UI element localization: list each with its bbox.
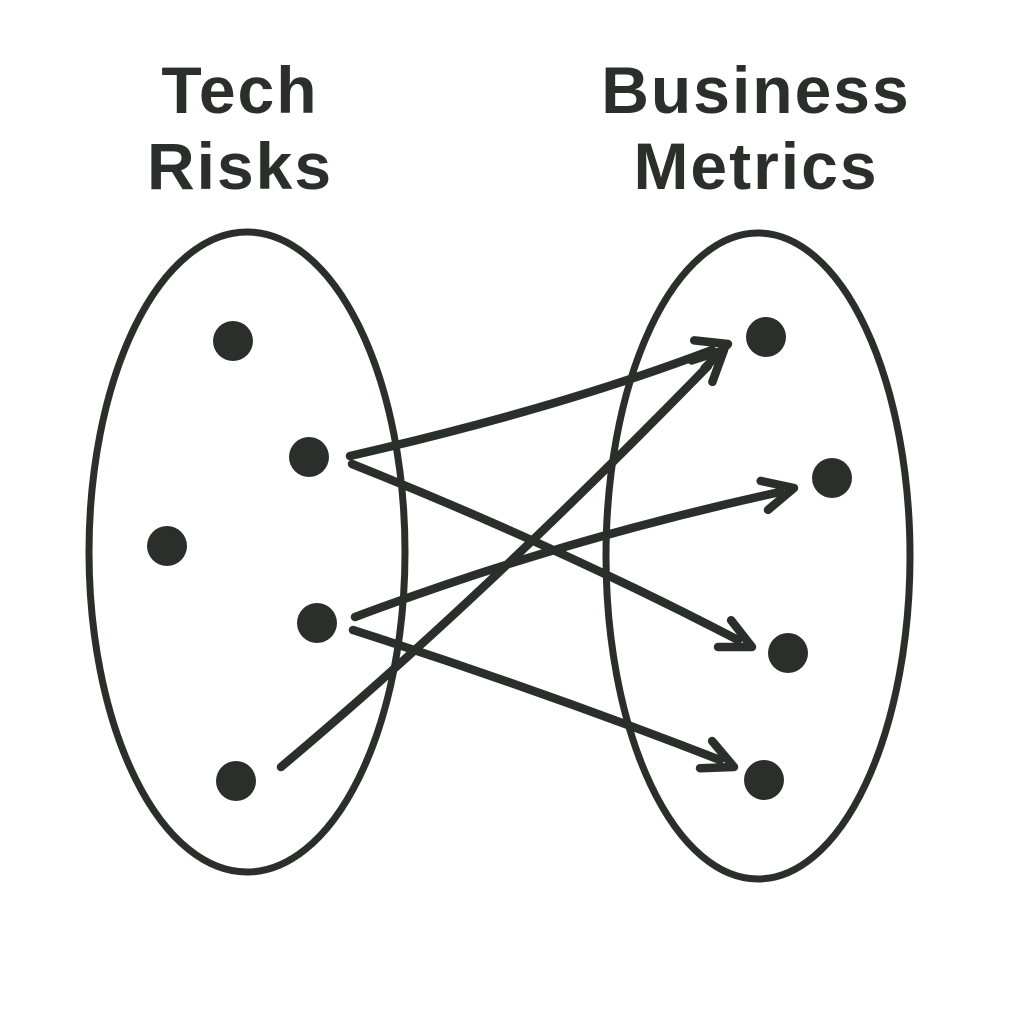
right-set-dot-business-metric-4 — [744, 760, 784, 800]
left-set-ellipse — [85, 228, 409, 876]
left-set-title-line2: Risks — [146, 129, 334, 203]
edge-shaft-tech-risk-2-to-business-metric-1 — [345, 345, 717, 461]
edge-shaft-tech-risk-4-to-business-metric-2 — [350, 487, 785, 622]
right-set-title: Business Metrics — [601, 52, 910, 204]
arrowhead-icon-business-metric-1 — [689, 336, 733, 373]
edge-shaft-tech-risk-5-to-business-metric-1 — [276, 361, 713, 772]
left-set-title-line1: Tech — [161, 53, 319, 127]
arrowhead-icon-business-metric-1 — [687, 345, 729, 387]
arrowhead-icon-business-metric-3 — [713, 615, 757, 652]
arrowhead-icon-business-metric-4 — [695, 736, 739, 773]
left-set-dot-tech-risk-1 — [213, 321, 253, 361]
left-set-dot-tech-risk-2 — [289, 437, 329, 477]
right-set-title-line1: Business — [601, 53, 911, 127]
right-set-dot-business-metric-1 — [746, 317, 786, 357]
left-set-dot-tech-risk-3 — [147, 526, 187, 566]
left-set-title: Tech Risks — [147, 52, 333, 204]
right-set-dot-business-metric-2 — [812, 458, 852, 498]
left-set-dot-tech-risk-5 — [216, 761, 256, 801]
left-set-dot-tech-risk-4 — [297, 603, 337, 643]
right-set-title-line2: Metrics — [633, 129, 879, 203]
right-set-dot-business-metric-3 — [768, 633, 808, 673]
right-set-ellipse — [602, 229, 914, 883]
edge-shaft-tech-risk-4-to-business-metric-4 — [348, 625, 725, 765]
arrowhead-icon-business-metric-2 — [756, 476, 799, 515]
